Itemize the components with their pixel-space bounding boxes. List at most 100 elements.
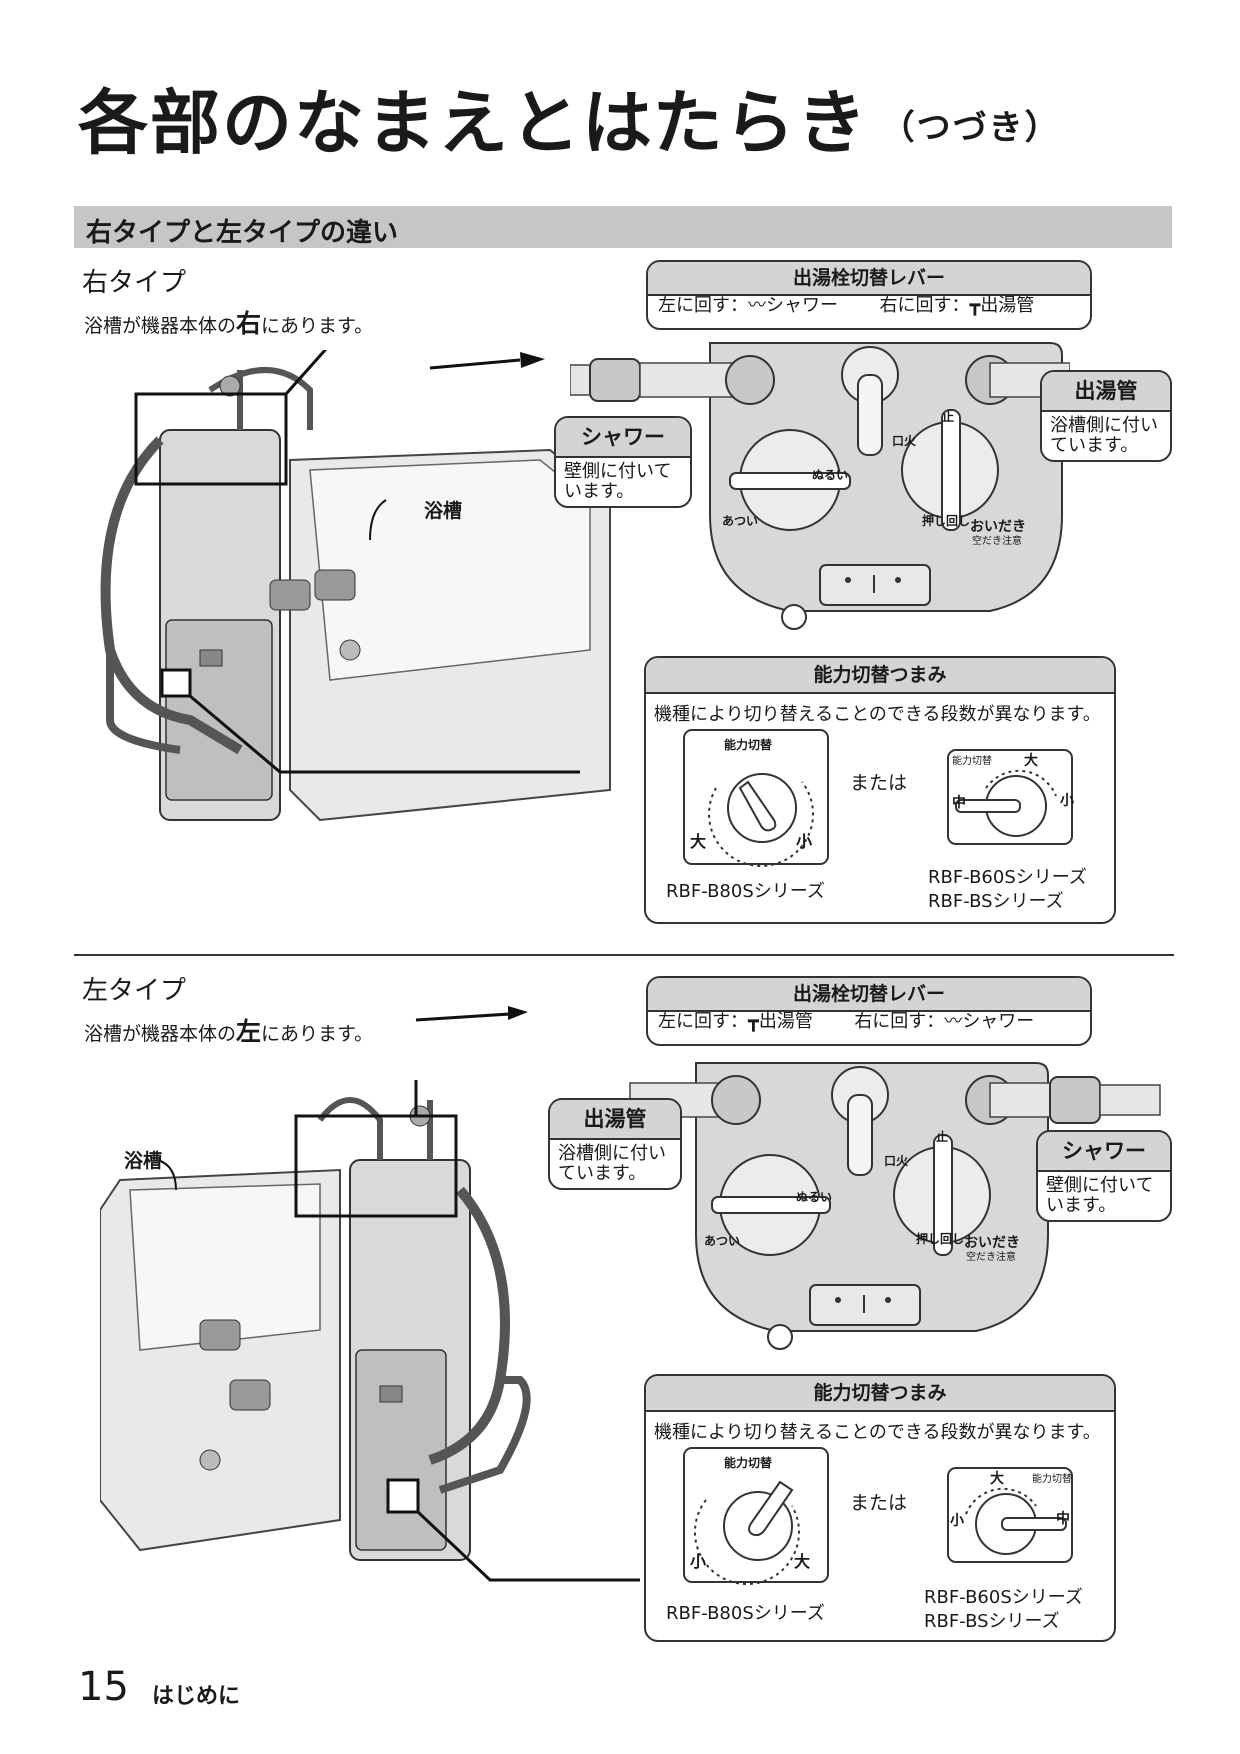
right-shower-hose <box>100 436 243 755</box>
left-dial-a-dai: 大 <box>794 1552 811 1571</box>
right-series-a: RBF-B80Sシリーズ <box>666 881 825 902</box>
right-series-b1: RBF-B60Sシリーズ <box>928 867 1087 888</box>
shower-icon: 〰 <box>944 1011 963 1032</box>
left-tub-label: 浴槽 <box>124 1150 163 1172</box>
left-dial-a-shou: 小 <box>690 1552 707 1571</box>
right-desc-pre: 浴槽が機器本体の <box>84 315 237 337</box>
right-lever-title: 出湯栓切替レバー <box>648 262 1090 296</box>
right-knob-desc: 機種により切り替えることのできる段数が異なります。 <box>654 704 1101 725</box>
left-panel-kara: 空だき注意 <box>966 1252 1016 1263</box>
right-dial-b-chuu: 中 <box>952 795 966 811</box>
right-dial-a <box>683 729 829 867</box>
section-heading: 右タイプと左タイプの違い <box>86 218 399 248</box>
left-panel-oshi: 押し回し <box>916 1232 965 1246</box>
left-outlet-callout: 出湯管 浴槽側に付いています。 <box>548 1098 682 1190</box>
right-shower-body: 壁側に付いています。 <box>564 461 672 502</box>
left-lever-right-target: シャワー <box>962 1011 1035 1032</box>
left-panel-atsui: あつい <box>704 1234 741 1248</box>
right-panel-plate <box>709 342 1063 612</box>
right-series-b2: RBF-BSシリーズ <box>928 891 1064 912</box>
right-desc-emph: 右 <box>236 309 262 338</box>
page-section-label: はじめに <box>152 1684 241 1709</box>
left-dial-b <box>947 1467 1073 1563</box>
left-dial-b-chuu: 中 <box>1056 1511 1070 1527</box>
faucet-icon: ┳ <box>969 295 981 316</box>
right-dial-a-label: 能力切替 <box>724 738 773 752</box>
right-shower-pipe <box>589 358 641 402</box>
left-shower-pipe <box>1049 1076 1101 1124</box>
left-lever-left-text: 左に回す： <box>658 1011 748 1032</box>
left-knob-or: または <box>850 1492 908 1514</box>
page-title-main: 各部のなまえとはたらき <box>78 82 869 164</box>
left-lever-right-text: 右に回す： <box>854 1011 945 1032</box>
left-tub-inner <box>129 1183 321 1351</box>
right-outlet-body: 浴槽側に付いています。 <box>1050 415 1158 456</box>
section-heading-bar: 右タイプと左タイプの違い <box>74 206 1172 248</box>
left-desc-emph: 左 <box>236 1017 262 1046</box>
page-title-sub: （つづき） <box>880 108 1061 148</box>
left-inset-frame-top <box>294 1114 458 1218</box>
left-dial-a-label: 能力切替 <box>724 1456 773 1470</box>
left-lever-desc: 左に回す：┳出湯管 右に回す：〰シャワー <box>648 1012 1090 1032</box>
left-shower-hose <box>428 1186 510 1465</box>
left-desc-post: にあります。 <box>261 1023 374 1045</box>
right-outlet-title: 出湯管 <box>1042 372 1170 412</box>
left-lever-title: 出湯栓切替レバー <box>648 978 1090 1012</box>
right-tub-inner <box>309 459 591 681</box>
right-panel-oidaki: おいだき <box>970 519 1026 535</box>
left-inset-frame-knob <box>386 1478 420 1514</box>
left-desc-pre: 浴槽が機器本体の <box>84 1023 237 1045</box>
shower-icon: 〰 <box>748 295 766 316</box>
left-shower-title: シャワー <box>1038 1132 1170 1172</box>
left-dial-b-label: 能力切替 <box>1032 1474 1072 1485</box>
faucet-icon: ┳ <box>748 1011 759 1032</box>
page-title: 各部のなまえとはたらき （つづき） <box>78 78 1061 181</box>
right-heater-front-panel <box>165 619 273 801</box>
left-shower-body: 壁側に付いています。 <box>1046 1175 1154 1216</box>
left-shower-callout: シャワー 壁側に付いています。 <box>1036 1130 1172 1222</box>
right-outlet-callout: 出湯管 浴槽側に付いています。 <box>1040 370 1172 462</box>
left-knob-desc: 機種により切り替えることのできる段数が異なります。 <box>654 1422 1101 1443</box>
left-dial-a <box>683 1447 829 1585</box>
right-shower-title: シャワー <box>556 418 690 458</box>
left-series-b1: RBF-B60Sシリーズ <box>924 1587 1083 1608</box>
left-panel-oidaki: おいだき <box>964 1235 1020 1251</box>
left-arrow-to-panel <box>415 1006 528 1022</box>
left-panel-tome: 止 <box>936 1130 949 1144</box>
right-tub-label: 浴槽 <box>424 500 463 522</box>
left-panel-nurui: ぬるい <box>796 1190 833 1204</box>
left-outlet-title: 出湯管 <box>550 1100 680 1140</box>
right-control-panel <box>570 342 1070 630</box>
left-dial-b-dai: 大 <box>990 1471 1004 1487</box>
right-dial-b-label: 能力切替 <box>952 756 992 767</box>
right-shower-callout: シャワー 壁側に付いています。 <box>554 416 692 508</box>
left-dial-b-shou: 小 <box>950 1513 964 1529</box>
right-dial-a-shou: 小 <box>796 832 813 851</box>
left-knob-callout: 能力切替つまみ 機種により切り替えることのできる段数が異なります。 能力切替 小… <box>644 1374 1116 1642</box>
left-lever-callout: 出湯栓切替レバー 左に回す：┳出湯管 右に回す：〰シャワー <box>646 976 1092 1046</box>
left-heater-illustration <box>100 1080 640 1582</box>
right-panel-atsui: あつい <box>722 514 759 528</box>
left-series-a: RBF-B80Sシリーズ <box>666 1603 825 1624</box>
right-type-heading: 右タイプ <box>82 268 187 298</box>
right-panel-tome: 止 <box>942 410 955 424</box>
right-inset-frame-knob <box>160 668 192 698</box>
page-number: 15 <box>78 1664 129 1710</box>
right-heater-illustration <box>100 350 611 822</box>
right-lever-right-target: 出湯管 <box>980 295 1035 316</box>
right-leader-top <box>284 350 328 395</box>
right-panel-nurui: ぬるい <box>812 468 849 482</box>
right-valve-icon <box>219 375 241 397</box>
right-dial-b-shou: 小 <box>1060 793 1074 809</box>
right-knob-callout: 能力切替つまみ 機種により切り替えることのできる段数が異なります。 能力切替 大… <box>644 656 1116 924</box>
left-top-pipes <box>317 1097 433 1160</box>
right-lever-desc: 左に回す：〰シャワー 右に回す：┳出湯管 <box>648 296 1090 316</box>
right-type-description: 浴槽が機器本体の右にあります。 <box>84 304 373 340</box>
left-knob-title: 能力切替つまみ <box>646 1376 1114 1412</box>
left-type-heading: 左タイプ <box>82 976 187 1006</box>
right-lever-right-text: 右に回す： <box>879 295 970 316</box>
right-dial-a-dai: 大 <box>690 832 707 851</box>
right-panel-kara: 空だき注意 <box>972 536 1022 547</box>
section-divider <box>74 954 1174 956</box>
left-outlet-body: 浴槽側に付いています。 <box>558 1143 666 1184</box>
